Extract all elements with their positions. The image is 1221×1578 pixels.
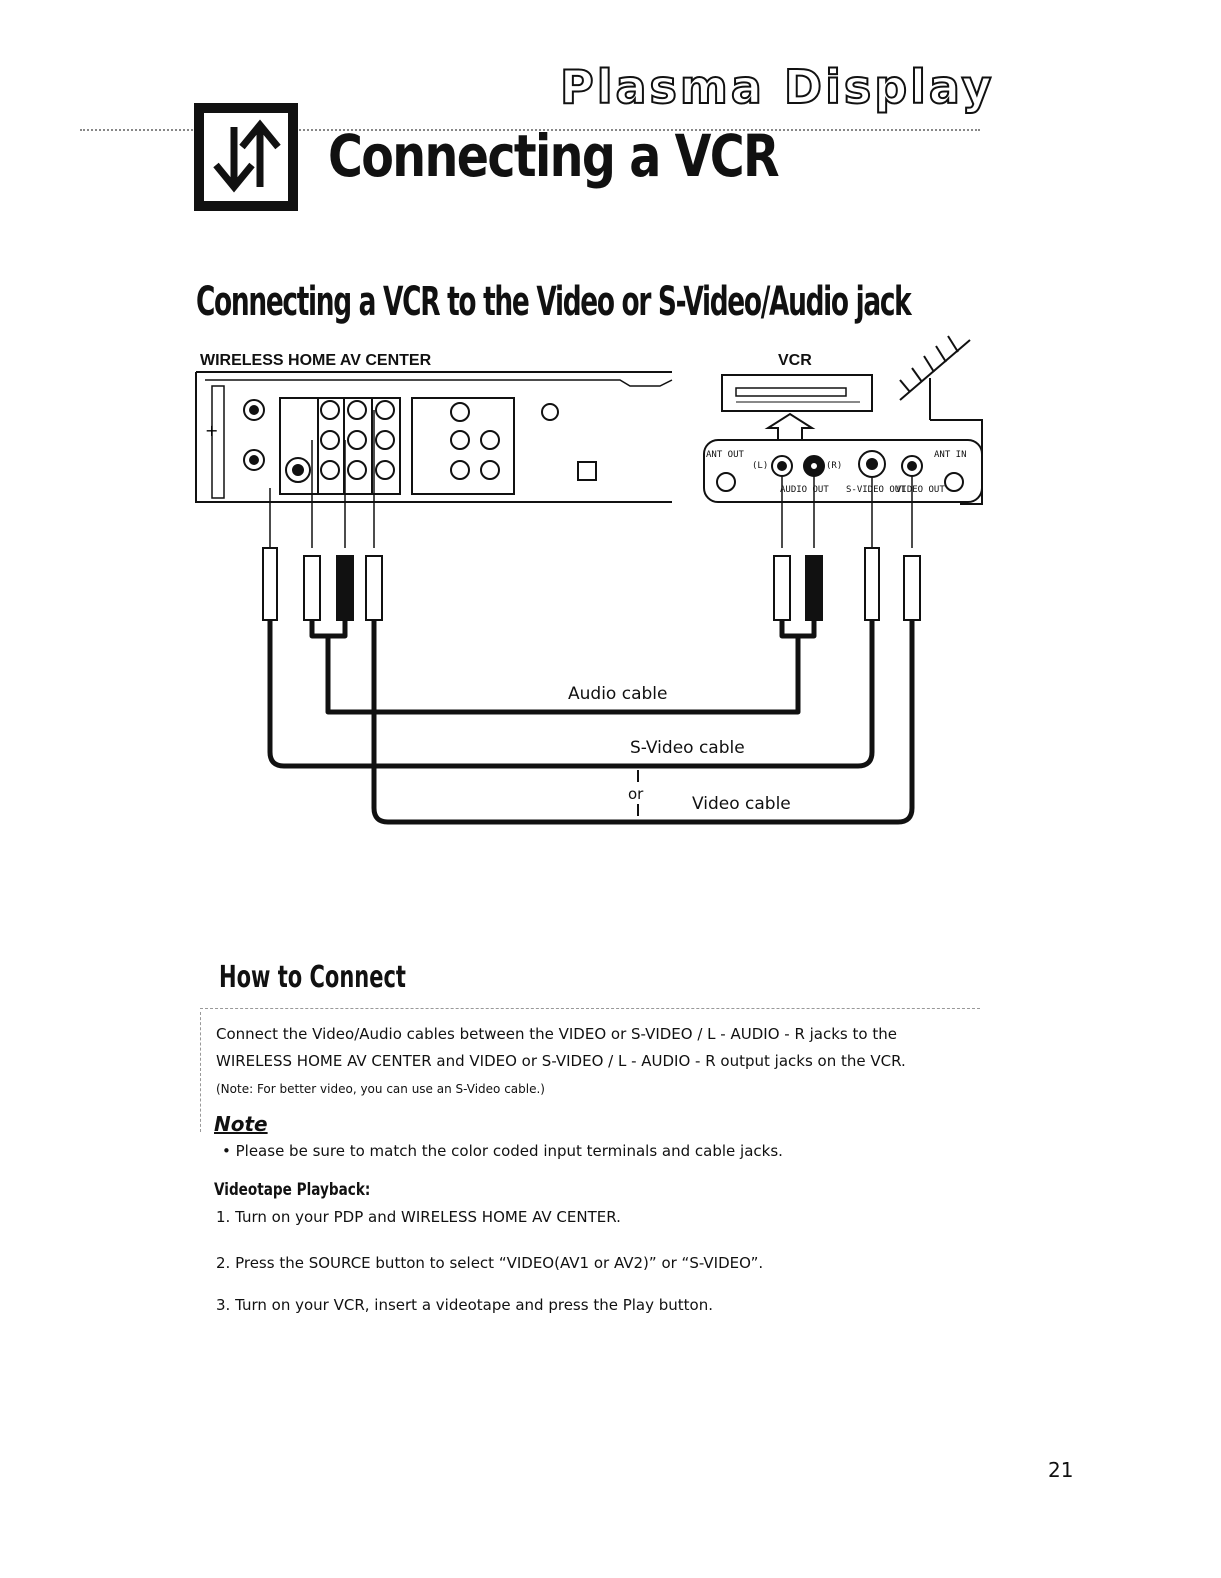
page-title: Connecting a VCR [328, 122, 780, 190]
howto-line-1: Connect the Video/Audio cables between t… [216, 1025, 897, 1043]
vcr-label: VCR [778, 352, 812, 369]
note-bullet: • Please be sure to match the color code… [222, 1142, 783, 1160]
av-center-rear-panel [195, 371, 673, 503]
av-center-jacks [243, 399, 597, 483]
page-number: 21 [1048, 1458, 1074, 1482]
howto-line-2: WIRELESS HOME AV CENTER and VIDEO or S-V… [216, 1052, 906, 1070]
note-heading: Note [214, 1112, 268, 1136]
playback-heading: Videotape Playback: [214, 1180, 371, 1200]
playback-step: 1. Turn on your PDP and WIRELESS HOME AV… [216, 1208, 621, 1226]
video-cable [371, 620, 915, 825]
howto-side-rule [200, 1012, 201, 1132]
howto-title: How to Connect [219, 960, 406, 995]
vcr-jack-label: ANT IN [934, 450, 967, 460]
svideo-cable [267, 620, 875, 769]
vcr-jack-label: (L) [752, 461, 768, 471]
or-label: or [628, 785, 644, 803]
vcr-jack-label: AUDIO OUT [780, 485, 829, 495]
audio-cable-label: Audio cable [566, 684, 670, 704]
wireless-av-center-label: WIRELESS HOME AV CENTER [200, 352, 432, 369]
vcr-jack-label: S-VIDEO OUT [846, 485, 906, 495]
brand-logo-text: Plasma Display [559, 59, 995, 115]
howto-divider [200, 1008, 980, 1009]
vcr-jacks [716, 450, 964, 492]
video-cable-label: Video cable [690, 794, 793, 814]
vcr-jack-label: ANT OUT [706, 450, 745, 460]
playback-step: 3. Turn on your VCR, insert a videotape … [216, 1296, 713, 1314]
vcr-jack-label: (R) [826, 461, 842, 471]
vcr-jack-label: VIDEO OUT [896, 485, 945, 495]
header-divider [80, 129, 980, 131]
playback-step: 2. Press the SOURCE button to select “VI… [216, 1254, 764, 1272]
vcr-unit [721, 374, 873, 412]
cable-plugs [262, 547, 921, 621]
jack-wires [269, 410, 913, 548]
connection-arrows-icon [194, 103, 298, 211]
vcr-rear-panel [703, 439, 983, 503]
svideo-cable-label: S-Video cable [628, 738, 747, 758]
vcr-up-arrow [764, 412, 816, 441]
audio-cable [309, 620, 817, 715]
section-title: Connecting a VCR to the Video or S-Video… [196, 279, 912, 325]
svg-text:+: + [205, 421, 218, 440]
howto-note-line: (Note: For better video, you can use an … [216, 1082, 545, 1096]
